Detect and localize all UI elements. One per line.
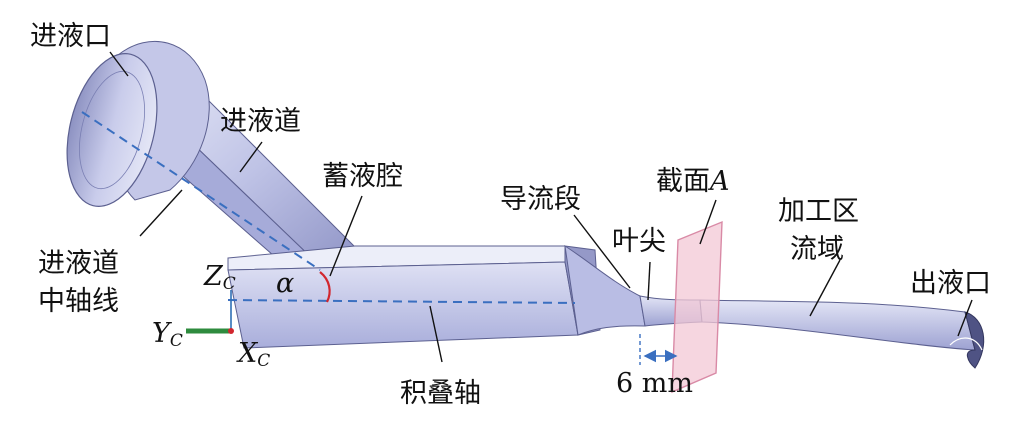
axis-label-z: ZC [203, 261, 236, 294]
label-inlet-channel: 进液道 [220, 106, 301, 137]
label-machining-zone-2: 流域 [790, 234, 844, 265]
label-outlet: 出液口 [910, 268, 991, 299]
label-section-a: 截面A [656, 166, 730, 197]
label-machining-zone-1: 加工区 [778, 196, 859, 227]
label-dimension: 6 mm [616, 368, 693, 399]
stacking-axis-line [227, 299, 576, 304]
label-blade-tip: 叶尖 [612, 226, 666, 257]
label-guide-section: 导流段 [500, 184, 581, 215]
machining-zone-shape [699, 299, 985, 369]
axis-label-x: XC [236, 338, 270, 371]
label-inlet-axis-1: 进液道 [38, 248, 119, 279]
label-stacking-axis: 积叠轴 [400, 378, 481, 409]
label-angle: α [276, 268, 294, 299]
angle-arc [319, 271, 331, 303]
coordinate-axes [186, 290, 234, 334]
label-reservoir: 蓄液腔 [322, 161, 403, 192]
label-inlet: 进液口 [30, 21, 111, 52]
label-inlet-axis-2: 中轴线 [38, 286, 119, 317]
inlet-channel-axis-line [81, 111, 321, 271]
dimension-6mm [639, 334, 678, 365]
axis-label-y: YC [152, 318, 183, 351]
inlet-disk-shape [66, 40, 210, 207]
leader-lines [109, 51, 973, 363]
section-plane-a [671, 220, 723, 394]
